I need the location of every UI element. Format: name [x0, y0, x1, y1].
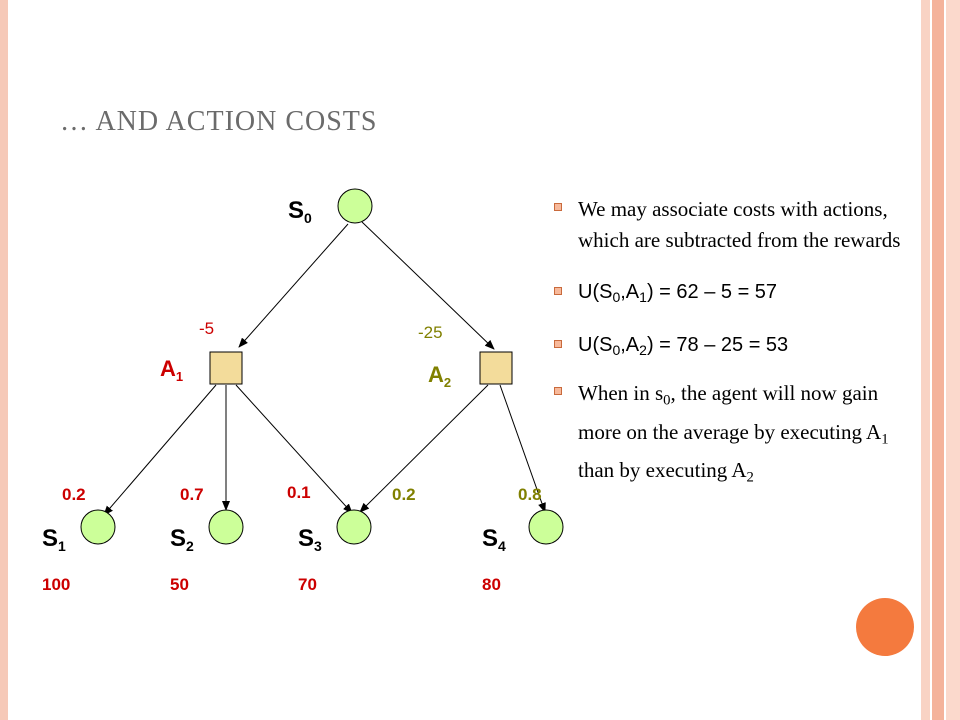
bullet-list: We may associate costs with actions, whi…	[554, 194, 910, 494]
left-border	[0, 0, 8, 720]
edge-a2-s4	[499, 384, 546, 513]
bullet-text: U(S0,A1) = 62 – 5 = 57	[578, 281, 778, 306]
prob-a1-s2: 0.7	[180, 485, 204, 504]
cost-a1: -5	[199, 319, 214, 338]
prob-a1-s1: 0.2	[62, 485, 86, 504]
slide-title: … AND ACTION COSTS	[60, 106, 378, 137]
edge-s0-a1	[238, 223, 349, 348]
edge-a2-s3	[359, 384, 489, 513]
bullet-marker-icon	[554, 287, 562, 295]
prob-a2-s4: 0.8	[518, 485, 542, 504]
node-s1	[80, 509, 116, 545]
right-decorative-stripes	[918, 0, 960, 720]
prob-a1-s3: 0.1	[287, 483, 311, 502]
reward-s1: 100	[42, 575, 70, 594]
reward-s3: 70	[298, 575, 317, 594]
bullet-item: U(S0,A1) = 62 – 5 = 57	[554, 278, 910, 311]
node-s4	[528, 509, 564, 545]
bullet-item: When in s0, the agent will now gain more…	[554, 378, 910, 493]
label-a2: A2	[428, 362, 451, 390]
bullet-text: When in s0, the agent will now gain more…	[578, 381, 889, 486]
label-s4: S4	[482, 525, 506, 554]
node-s2	[208, 509, 244, 545]
bullet-text: U(S0,A2) = 78 – 25 = 53	[578, 334, 789, 359]
edge-s0-a2	[361, 221, 495, 350]
node-s3	[336, 509, 372, 545]
label-a1: A1	[160, 356, 183, 384]
bullet-marker-icon	[554, 387, 562, 396]
node-s0	[337, 188, 373, 224]
label-s1: S1	[42, 525, 66, 554]
reward-s4: 80	[482, 575, 501, 594]
bullet-marker-icon	[554, 340, 562, 349]
bullet-text: We may associate costs with actions, whi…	[578, 197, 901, 252]
bullet-item: We may associate costs with actions, whi…	[554, 194, 910, 256]
orange-accent-circle	[856, 598, 914, 656]
edge-a1-s3	[235, 384, 353, 514]
label-s0: S0	[288, 197, 312, 226]
node-a1	[209, 351, 243, 385]
label-s3: S3	[298, 525, 322, 554]
label-s2: S2	[170, 525, 194, 554]
prob-a2-s3: 0.2	[392, 485, 416, 504]
bullet-item: U(S0,A2) = 78 – 25 = 53	[554, 331, 910, 364]
cost-a2: -25	[418, 323, 443, 342]
node-a2	[479, 351, 513, 385]
edge-a1-s1	[103, 384, 217, 516]
reward-s2: 50	[170, 575, 189, 594]
bullet-marker-icon	[554, 203, 562, 211]
